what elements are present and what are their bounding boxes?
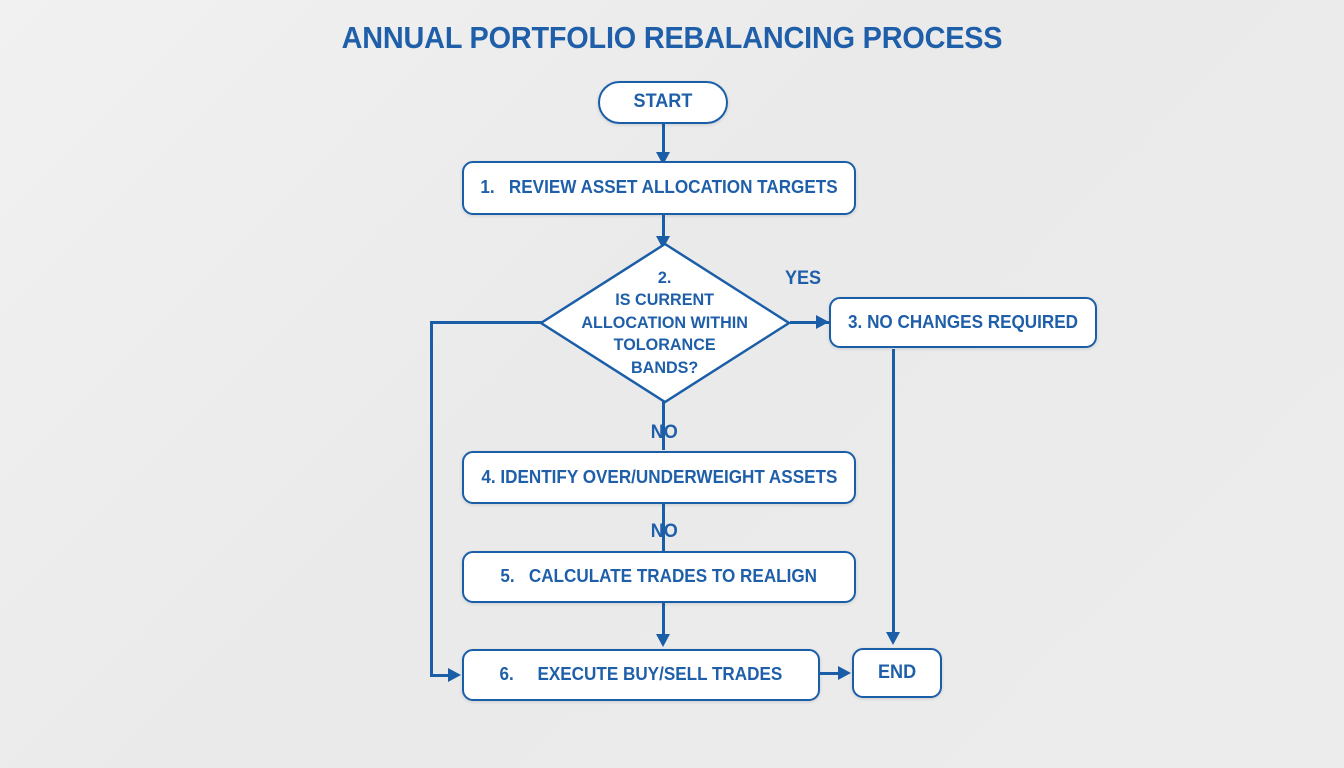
connector-decision2-to-step3 — [790, 321, 840, 324]
node-step4-label: 4. IDENTIFY OVER/UNDERWEIGHT ASSETS — [480, 466, 837, 487]
connector-decision2-loop-bottom — [430, 674, 454, 677]
arrowhead-step3-to-end — [886, 632, 900, 645]
connector-decision2-loop-top — [430, 321, 542, 324]
connector-step4-to-step5 — [662, 504, 665, 552]
node-decision2[interactable]: 2. IS CURRENT ALLOCATION WITHIN TOLORANC… — [538, 241, 792, 405]
connector-step5-to-step6 — [662, 602, 665, 638]
diamond-shape — [538, 242, 792, 404]
connector-start-to-step1 — [662, 122, 665, 158]
edge-label-no-decision: NO — [650, 422, 678, 443]
node-start-label: START — [633, 91, 693, 113]
connector-step1-to-decision2 — [662, 214, 665, 246]
node-step4[interactable]: 4. IDENTIFY OVER/UNDERWEIGHT ASSETS — [462, 451, 856, 504]
node-step6-label: 6. EXECUTE BUY/SELL TRADES — [499, 664, 783, 685]
node-step1-label: 1. REVIEW ASSET ALLOCATION TARGETS — [480, 177, 838, 198]
page-title: ANNUAL PORTFOLIO REBALANCING PROCESS — [341, 20, 1003, 55]
node-end-label: END — [877, 661, 917, 683]
node-step6[interactable]: 6. EXECUTE BUY/SELL TRADES — [462, 649, 820, 701]
edge-label-no-step4: NO — [650, 521, 678, 542]
node-step3[interactable]: 3. NO CHANGES REQUIRED — [829, 297, 1097, 348]
arrowhead-loop-to-step6 — [448, 668, 461, 682]
edge-label-yes: YES — [784, 268, 822, 289]
connector-step3-to-end — [892, 349, 895, 634]
node-end[interactable]: END — [852, 648, 942, 698]
arrowhead-step6-to-end — [838, 666, 851, 680]
connector-decision2-to-step4 — [662, 400, 665, 450]
arrowhead-step5-to-step6 — [656, 634, 670, 647]
connector-decision2-loop-side — [430, 321, 433, 675]
connector-step6-to-end — [818, 672, 842, 675]
node-step5-label: 5. CALCULATE TRADES TO REALIGN — [500, 566, 818, 587]
node-step3-label: 3. NO CHANGES REQUIRED — [848, 311, 1078, 332]
arrowhead-decision2-to-step3 — [816, 315, 829, 329]
node-step5[interactable]: 5. CALCULATE TRADES TO REALIGN — [462, 551, 856, 603]
node-start[interactable]: START — [598, 81, 728, 124]
node-step1[interactable]: 1. REVIEW ASSET ALLOCATION TARGETS — [462, 161, 856, 215]
